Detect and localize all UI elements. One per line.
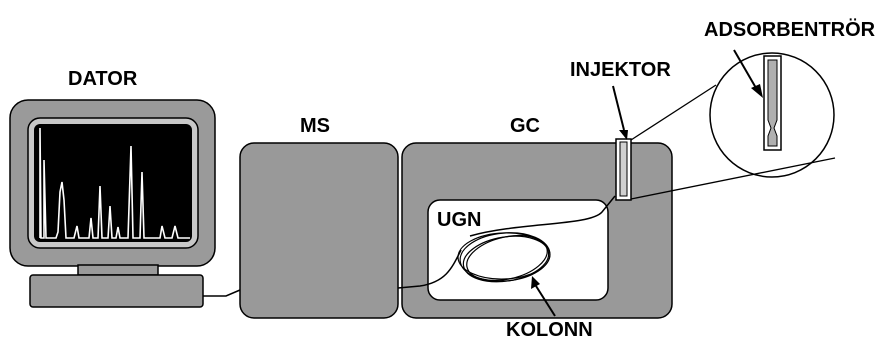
column-arrow: [535, 285, 556, 317]
injector-port-icon: [615, 138, 632, 201]
computer-label: DATOR: [68, 68, 138, 90]
ms-unit: [239, 142, 399, 319]
column-line-to-injector: [469, 195, 616, 237]
computer-monitor-icon: [9, 99, 216, 267]
injector-arrow: [612, 85, 625, 131]
adsorbent-tube-icon: [763, 55, 782, 151]
adsorbent-tube-arrow: [733, 49, 757, 89]
column-label: KOLONN: [506, 319, 593, 341]
ms-label: MS: [300, 115, 330, 137]
oven-label: UGN: [437, 209, 481, 231]
adsorbent-tube-label: ADSORBENTRÖR: [704, 18, 876, 41]
gc-label: GC: [510, 115, 540, 137]
injector-label: INJEKTOR: [570, 59, 671, 81]
chromatogram-trace: [39, 127, 190, 239]
column-coil-icon: [457, 232, 551, 283]
data-cable: [203, 289, 241, 297]
computer-base-icon: [29, 264, 204, 308]
column-line-to-ms: [397, 249, 462, 289]
